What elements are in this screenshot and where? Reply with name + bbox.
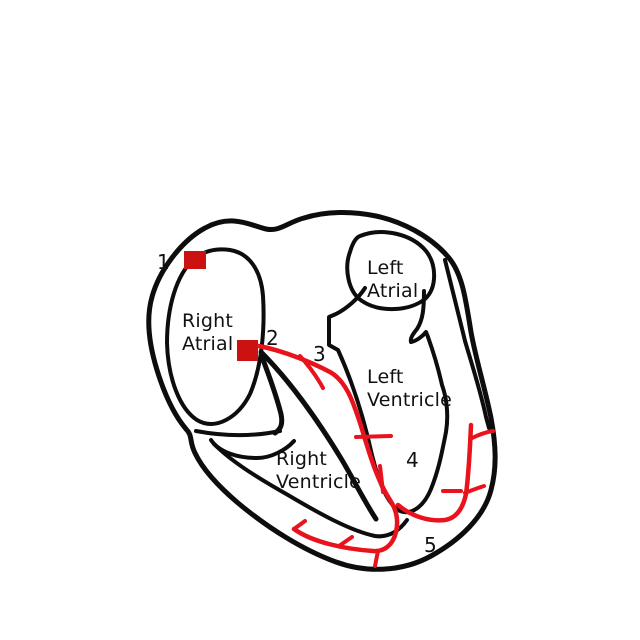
label-left-atrium-line2: Atrial <box>367 280 419 302</box>
left-bundle-branch <box>298 354 325 390</box>
tricuspid-valve-upper-line <box>194 429 282 438</box>
right-bundle-loop <box>395 422 474 523</box>
label-number-4-branch: 4 <box>406 448 419 472</box>
left-atrium-outline <box>345 230 437 312</box>
septum-left-line <box>258 349 379 522</box>
septal-branch-horizontal <box>354 434 393 439</box>
purkinje-twig-up <box>337 535 354 548</box>
label-right-ventricle-line1: Right <box>276 448 328 470</box>
label-left-ventricle-line2: Ventricle <box>367 389 453 411</box>
label-number-2-av-node: 2 <box>266 326 279 350</box>
septal-twig-down <box>378 464 385 494</box>
left-ventricle-outer-wall-line <box>443 258 491 430</box>
heart-outer-outline <box>146 209 498 572</box>
label-right-atrium-line1: Right <box>182 310 234 332</box>
label-right-ventricle-line2: Ventricle <box>276 471 362 493</box>
label-left-ventricle-line1: Left <box>367 366 404 388</box>
label-left-atrium-line1: Left <box>367 257 404 279</box>
right-ventricle-inner-wall <box>212 442 409 539</box>
bundle-of-his-main-pathway <box>256 343 400 554</box>
mitral-valve-hook <box>408 289 430 344</box>
right-wall-twig-top <box>468 429 495 441</box>
label-right-atrium-line2: Atrial <box>182 333 234 355</box>
label-number-5-purkinje: 5 <box>424 533 437 557</box>
sa-node-marker <box>184 251 206 269</box>
label-number-3-bundle: 3 <box>313 342 326 366</box>
septal-valve-curve <box>259 354 285 436</box>
purkinje-twig-down <box>373 549 380 568</box>
purkinje-left-end-fork <box>292 519 307 531</box>
label-number-1-sa-node: 1 <box>157 250 170 274</box>
right-wall-twig-mid <box>463 484 486 495</box>
left-ventricle-inner-wall <box>327 286 450 515</box>
av-node-marker <box>237 340 258 361</box>
